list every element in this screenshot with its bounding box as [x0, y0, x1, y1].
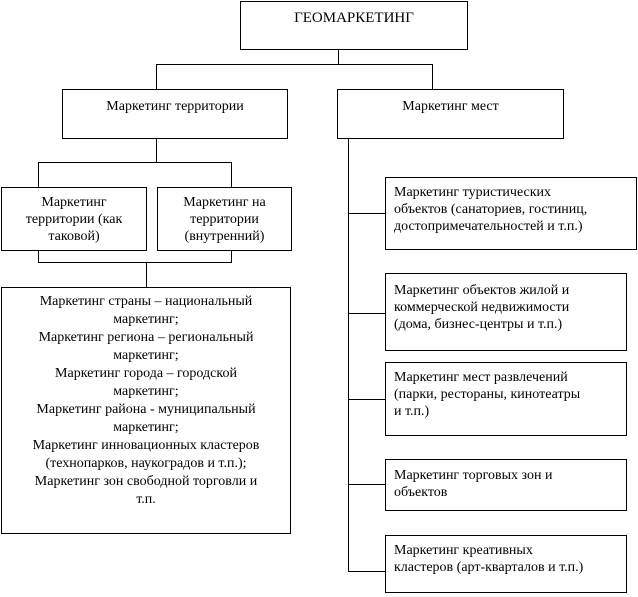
place-item-line: Маркетинг торговых зон и	[394, 468, 553, 483]
levels-line: маркетинг;	[113, 348, 179, 363]
levels-line: Маркетинг инновационных кластеров	[32, 438, 260, 453]
levels-line: Маркетинг страны – национальный	[39, 294, 253, 309]
place-item-line: объектов (санаториев, гостиниц,	[394, 202, 588, 217]
territory-as-such-line: Маркетинг	[41, 194, 107, 210]
levels-line: Маркетинг региона – региональный	[38, 330, 254, 345]
levels-line: т.п.	[136, 492, 156, 507]
levels-line: Маркетинг зон свободной торговли и	[34, 474, 258, 489]
place-item-creative: Маркетинг креативных кластеров (арт-квар…	[385, 535, 627, 593]
root-label: ГЕОМАРКЕТИНГ	[294, 10, 414, 26]
levels-line: (технопарков, наукоградов и т.п.);	[45, 456, 247, 471]
levels-line: Маркетинг района - муниципальный	[36, 402, 256, 417]
territory-internal-box: Маркетинг на территории (внутренний)	[157, 187, 292, 251]
place-item-line: Маркетинг креативных	[394, 543, 533, 558]
place-item-entertainment: Маркетинг мест развлечений (парки, ресто…	[385, 362, 627, 436]
territory-box: Маркетинг территории	[62, 89, 288, 139]
territory-label: Маркетинг территории	[106, 99, 244, 114]
place-item-line: (дома, бизнес-центры и т.п.)	[394, 317, 563, 332]
root-box: ГЕОМАРКЕТИНГ	[240, 1, 468, 50]
territory-as-such-line: территории (как	[25, 211, 123, 227]
place-item-tourist: Маркетинг туристических объектов (санато…	[385, 177, 637, 250]
territory-internal-line: Маркетинг на	[183, 194, 266, 210]
place-item-line: коммерческой недвижимости	[394, 300, 570, 315]
territory-levels-box: Маркетинг страны – национальный маркетин…	[1, 287, 291, 534]
levels-line: маркетинг;	[113, 384, 179, 399]
place-item-line: объектов	[394, 485, 448, 500]
territory-internal-line: территории	[190, 211, 259, 227]
levels-line: маркетинг;	[113, 312, 179, 327]
territory-as-such-box: Маркетинг территории (как таковой)	[1, 187, 147, 251]
territory-as-such-line: таковой)	[48, 228, 100, 244]
places-box: Маркетинг мест	[337, 89, 564, 139]
levels-line: Маркетинг города – городской	[55, 366, 237, 381]
places-label: Маркетинг мест	[402, 99, 499, 114]
place-item-line: Маркетинг объектов жилой и	[394, 283, 570, 298]
levels-line: маркетинг;	[113, 420, 179, 435]
place-item-line: достопримечательностей и т.п.)	[394, 219, 583, 234]
place-item-real-estate: Маркетинг объектов жилой и коммерческой …	[385, 273, 627, 351]
territory-internal-line: (внутренний)	[184, 228, 265, 244]
place-item-line: Маркетинг туристических	[394, 185, 552, 200]
place-item-line: кластеров (арт-кварталов и т.п.)	[394, 560, 584, 575]
place-item-line: и т.п.)	[394, 404, 430, 419]
place-item-line: Маркетинг мест развлечений	[394, 370, 568, 385]
place-item-trade: Маркетинг торговых зон и объектов	[385, 459, 627, 511]
place-item-line: (парки, рестораны, кинотеатры	[394, 387, 581, 402]
